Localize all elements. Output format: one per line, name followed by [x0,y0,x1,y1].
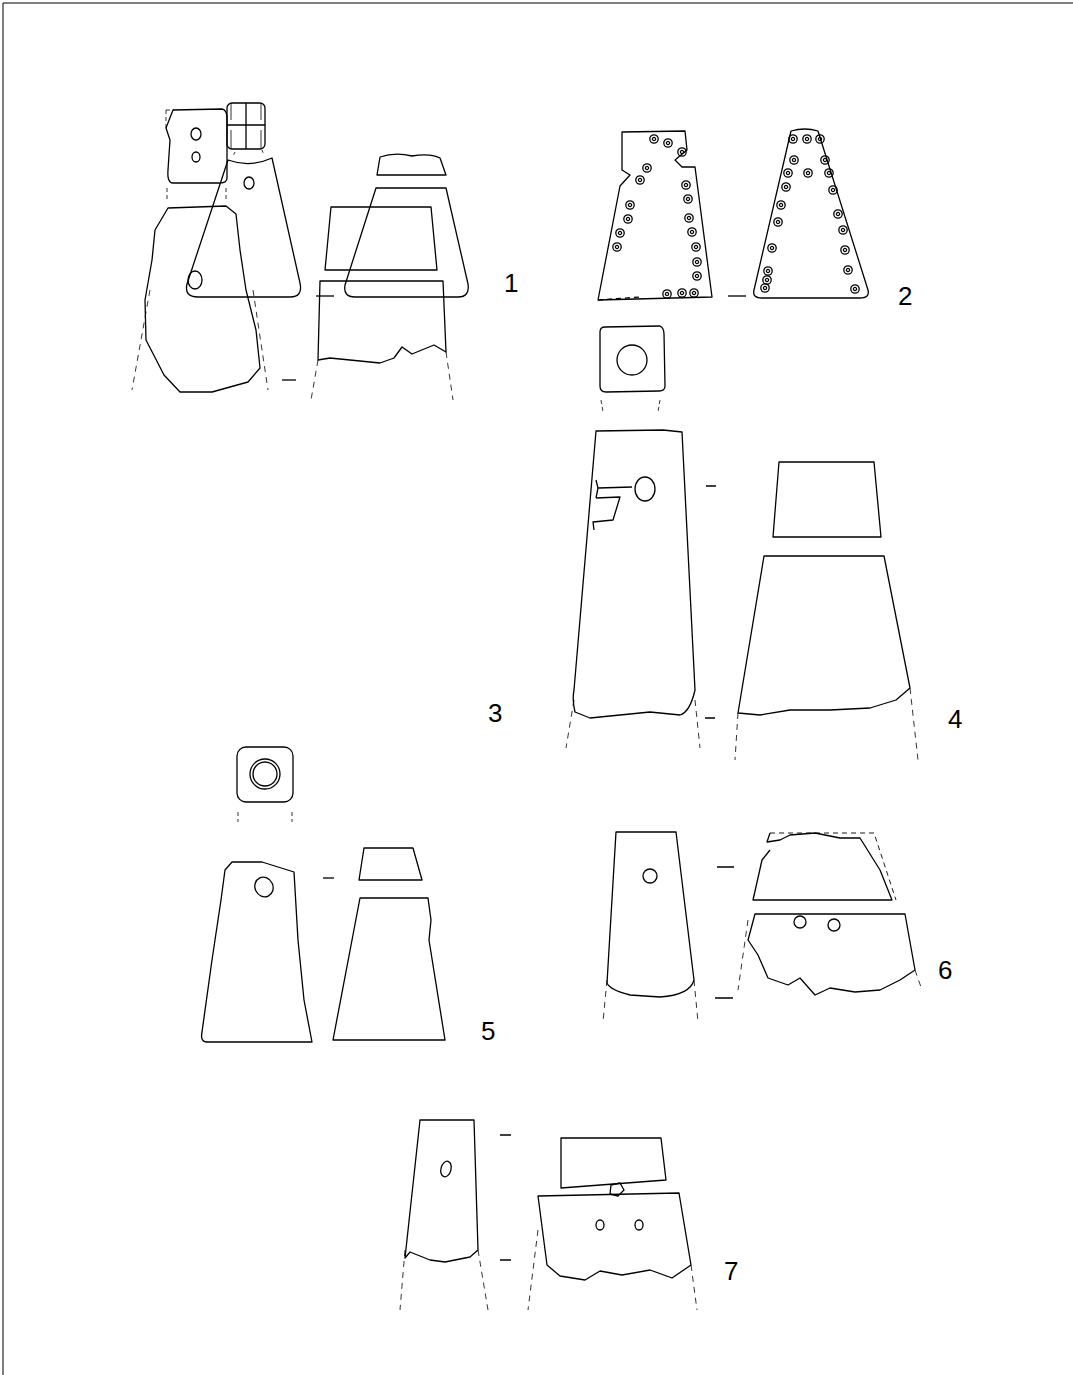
object-7 [400,1120,697,1310]
ring-dots [613,135,859,298]
figure-number: 2 [898,283,912,309]
object-4 [566,326,918,760]
object-3 [132,109,453,400]
object-1 [186,103,468,297]
object-5 [202,747,445,1042]
figure-number: 6 [938,957,952,983]
figure-number: 4 [948,706,962,732]
object-2 [598,129,868,300]
object-6 [603,832,922,1022]
frame-line [3,3,1073,1375]
figure-number: 7 [724,1258,738,1284]
figure-number: 3 [488,700,502,726]
figure-number: 1 [504,270,518,296]
figure-number: 5 [481,1018,495,1044]
